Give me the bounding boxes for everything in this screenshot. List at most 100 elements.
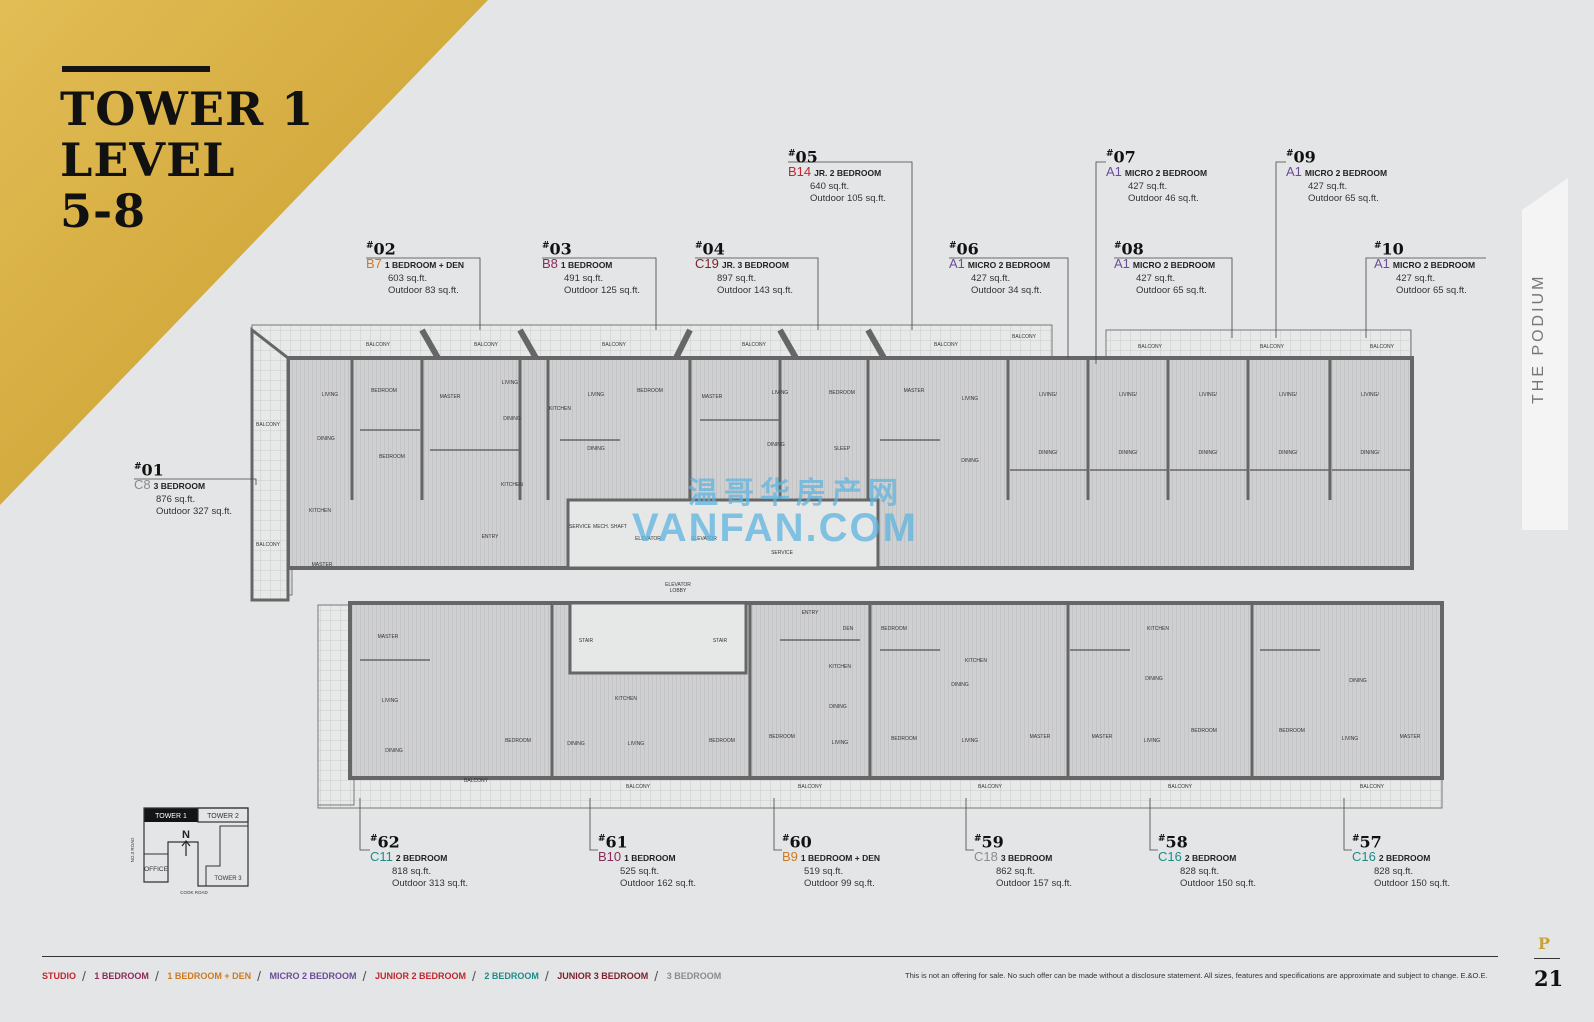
key-map-tower2-label: TOWER 2	[207, 813, 239, 820]
watermark: 温哥华房产网 VANFAN.COM	[612, 468, 918, 551]
leader-line-16	[1343, 798, 1352, 851]
room-label-84: BALCONY	[798, 784, 823, 790]
room-label-68: KITCHEN	[965, 658, 987, 664]
room-label-5: MASTER	[312, 562, 333, 568]
lower-stair-core	[568, 601, 748, 675]
room-label-7: BALCONY	[256, 542, 281, 548]
watermark-line1: 温哥华房产网	[688, 477, 904, 510]
room-label-79: LIVING	[1342, 736, 1359, 742]
key-map-office-label: OFFICE	[144, 866, 168, 873]
room-label-52: LIVING	[382, 698, 399, 704]
key-map-tower1-label: TOWER 1	[155, 813, 187, 820]
room-label-56: STAIR	[713, 638, 728, 644]
unit-01-outline	[250, 326, 290, 602]
room-label-49: ELEVATOR	[665, 582, 691, 588]
room-label-19: DINING	[767, 442, 785, 448]
room-label-14: BEDROOM	[637, 388, 663, 394]
room-label-4: KITCHEN	[309, 508, 331, 514]
leader-line-1	[366, 257, 481, 330]
room-label-44: ELEVATOR	[635, 536, 661, 542]
page-title: TOWER 1 LEVEL 5-8	[60, 82, 315, 238]
footer-rule	[42, 956, 1498, 957]
room-label-36: BALCONY	[474, 342, 499, 348]
room-label-75: BEDROOM	[1191, 728, 1217, 734]
leader-line-0	[134, 478, 257, 485]
room-label-45: ELEVATOR	[691, 536, 717, 542]
room-label-24: DINING	[961, 458, 979, 464]
room-label-61: ENTRY	[802, 610, 820, 616]
room-label-50: LOBBY	[670, 588, 687, 594]
room-label-9: LIVING	[502, 380, 519, 386]
room-label-26: DINING/	[1039, 450, 1059, 456]
room-label-80: BEDROOM	[1279, 728, 1305, 734]
leader-line-3	[695, 257, 819, 330]
room-label-70: LIVING	[962, 738, 979, 744]
legend-2-bedroom: 2 BEDROOM	[484, 971, 539, 981]
leader-line-4	[788, 161, 913, 330]
room-label-71: BEDROOM	[891, 736, 917, 742]
key-map: TOWER 1 TOWER 2 TOWER 3 OFFICE N NO.3 RO…	[130, 807, 249, 895]
leader-line-5	[949, 257, 1069, 358]
room-label-65: BEDROOM	[769, 734, 795, 740]
room-label-57: KITCHEN	[615, 696, 637, 702]
room-label-30: DINING/	[1199, 450, 1219, 456]
leader-line-7	[1114, 257, 1233, 338]
legend-micro-2-bedroom: MICRO 2 BEDROOM	[269, 971, 357, 981]
room-label-66: LIVING	[832, 740, 849, 746]
key-map-tower3-label: TOWER 3	[214, 876, 242, 882]
room-label-60: BEDROOM	[709, 738, 735, 744]
room-label-85: BALCONY	[978, 784, 1003, 790]
room-label-58: DINING	[567, 741, 585, 747]
room-label-72: MASTER	[1030, 734, 1051, 740]
room-label-34: DINING/	[1361, 450, 1381, 456]
legend-junior-3-bedroom: JUNIOR 3 BEDROOM	[557, 971, 649, 981]
balcony-diagonal-1	[517, 328, 539, 360]
balcony-diagonal-4	[865, 328, 887, 360]
title-bar	[62, 66, 210, 72]
room-label-32: DINING/	[1279, 450, 1299, 456]
legend: STUDIO/ 1 BEDROOM/ 1 BEDROOM + DEN/ MICR…	[42, 968, 722, 984]
room-label-12: ENTRY	[482, 534, 500, 540]
room-label-67: BEDROOM	[881, 626, 907, 632]
podium-tab	[1522, 178, 1568, 530]
room-label-54: BEDROOM	[505, 738, 531, 744]
balcony-diagonal-0	[419, 328, 441, 360]
page-divider	[1534, 958, 1560, 959]
room-label-53: DINING	[385, 748, 403, 754]
key-map-office	[143, 853, 169, 883]
room-label-1: BEDROOM	[371, 388, 397, 394]
watermark-line2: VANFAN.COM	[632, 506, 918, 550]
room-label-59: LIVING	[628, 741, 645, 747]
room-label-62: DEN	[843, 626, 854, 632]
balcony-diagonal-2	[673, 328, 693, 360]
room-label-33: LIVING/	[1361, 392, 1379, 398]
room-label-16: KITCHEN	[549, 406, 571, 412]
key-map-cook-road: COOK ROAD	[180, 890, 208, 895]
leader-line-2	[542, 257, 657, 330]
room-label-15: DINING	[587, 446, 605, 452]
room-label-35: BALCONY	[366, 342, 391, 348]
room-label-8: MASTER	[440, 394, 461, 400]
room-label-20: BEDROOM	[829, 390, 855, 396]
legend-1-bedroom-den: 1 BEDROOM + DEN	[167, 971, 252, 981]
leader-line-11	[359, 798, 370, 851]
room-label-31: LIVING/	[1279, 392, 1297, 398]
room-label-27: LIVING/	[1119, 392, 1137, 398]
room-label-28: DINING/	[1119, 450, 1139, 456]
room-label-74: DINING	[1145, 676, 1163, 682]
room-label-25: LIVING/	[1039, 392, 1057, 398]
room-label-46: SERVICE	[771, 550, 794, 556]
room-label-78: DINING	[1349, 678, 1367, 684]
room-label-64: DINING	[829, 704, 847, 710]
